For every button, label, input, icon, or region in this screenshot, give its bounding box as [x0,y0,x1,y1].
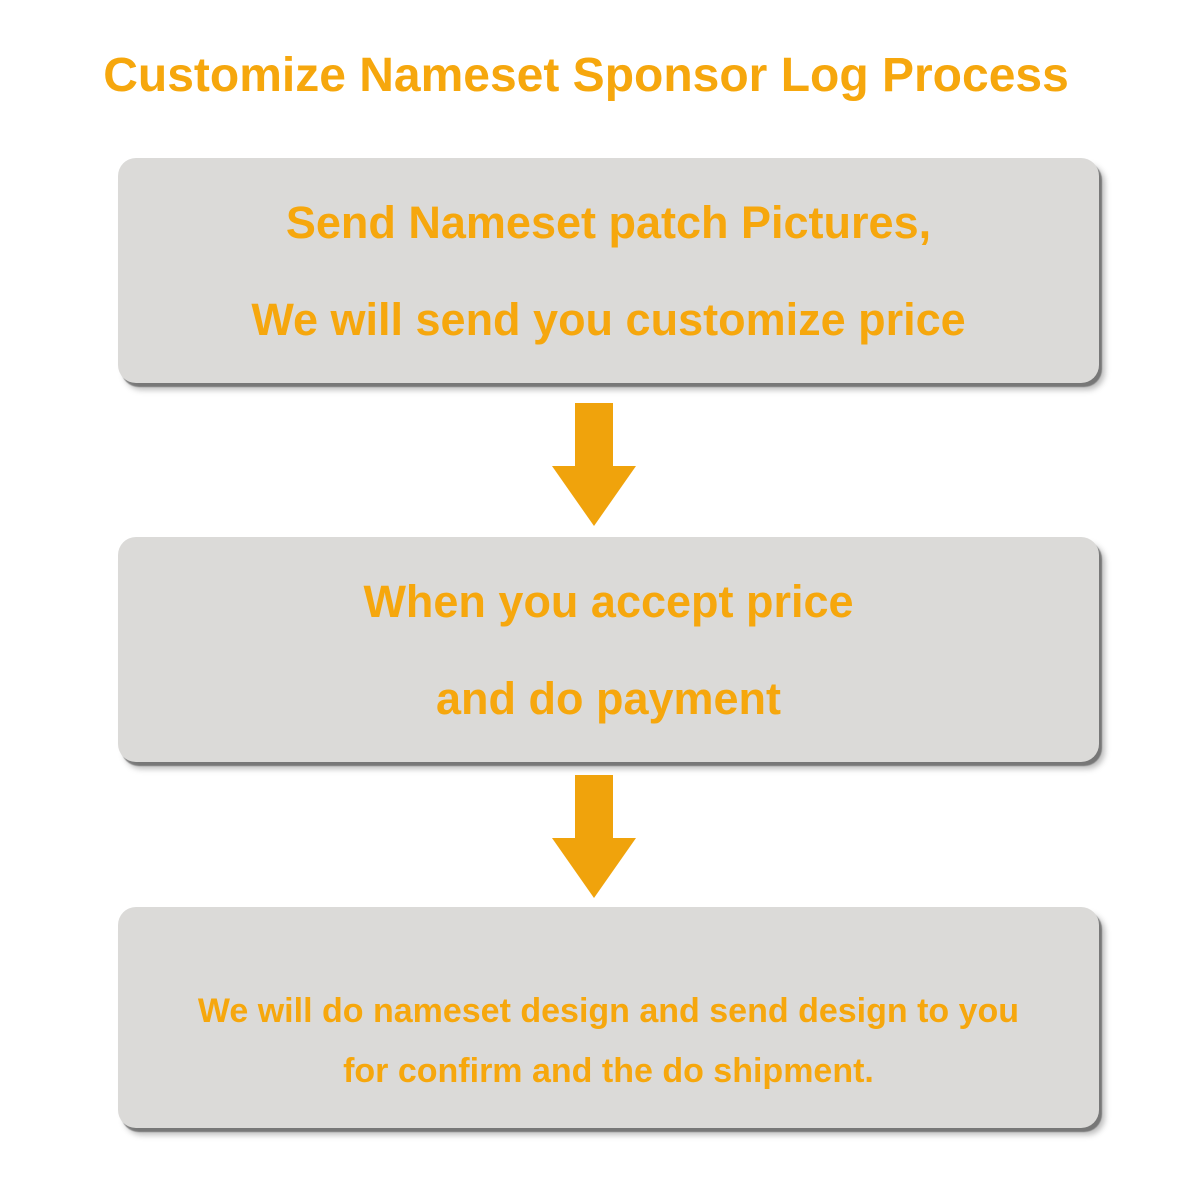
arrow-shaft [575,775,613,838]
step-1-box: Send Nameset patch Pictures, We will sen… [118,158,1099,383]
step-2-line-1: When you accept price [363,575,854,627]
step-1-line-1: Send Nameset patch Pictures, [285,196,932,248]
step-2-box: When you accept price and do payment [118,537,1099,762]
step-2-line-2: and do payment [435,672,782,724]
step-3-box: We will do nameset design and send desig… [118,907,1099,1128]
page-title: Customize Nameset Sponsor Log Process [103,49,1069,102]
step-1-line-2: We will send you customize price [251,293,966,345]
step-3-line-2: for confirm and the do shipment. [343,1051,874,1090]
arrow-head [552,838,636,898]
arrow-head [552,466,636,526]
down-arrow-icon [552,775,636,898]
down-arrow-icon [552,403,636,526]
step-3-line-1: We will do nameset design and send desig… [197,991,1020,1030]
arrow-shaft [575,403,613,466]
